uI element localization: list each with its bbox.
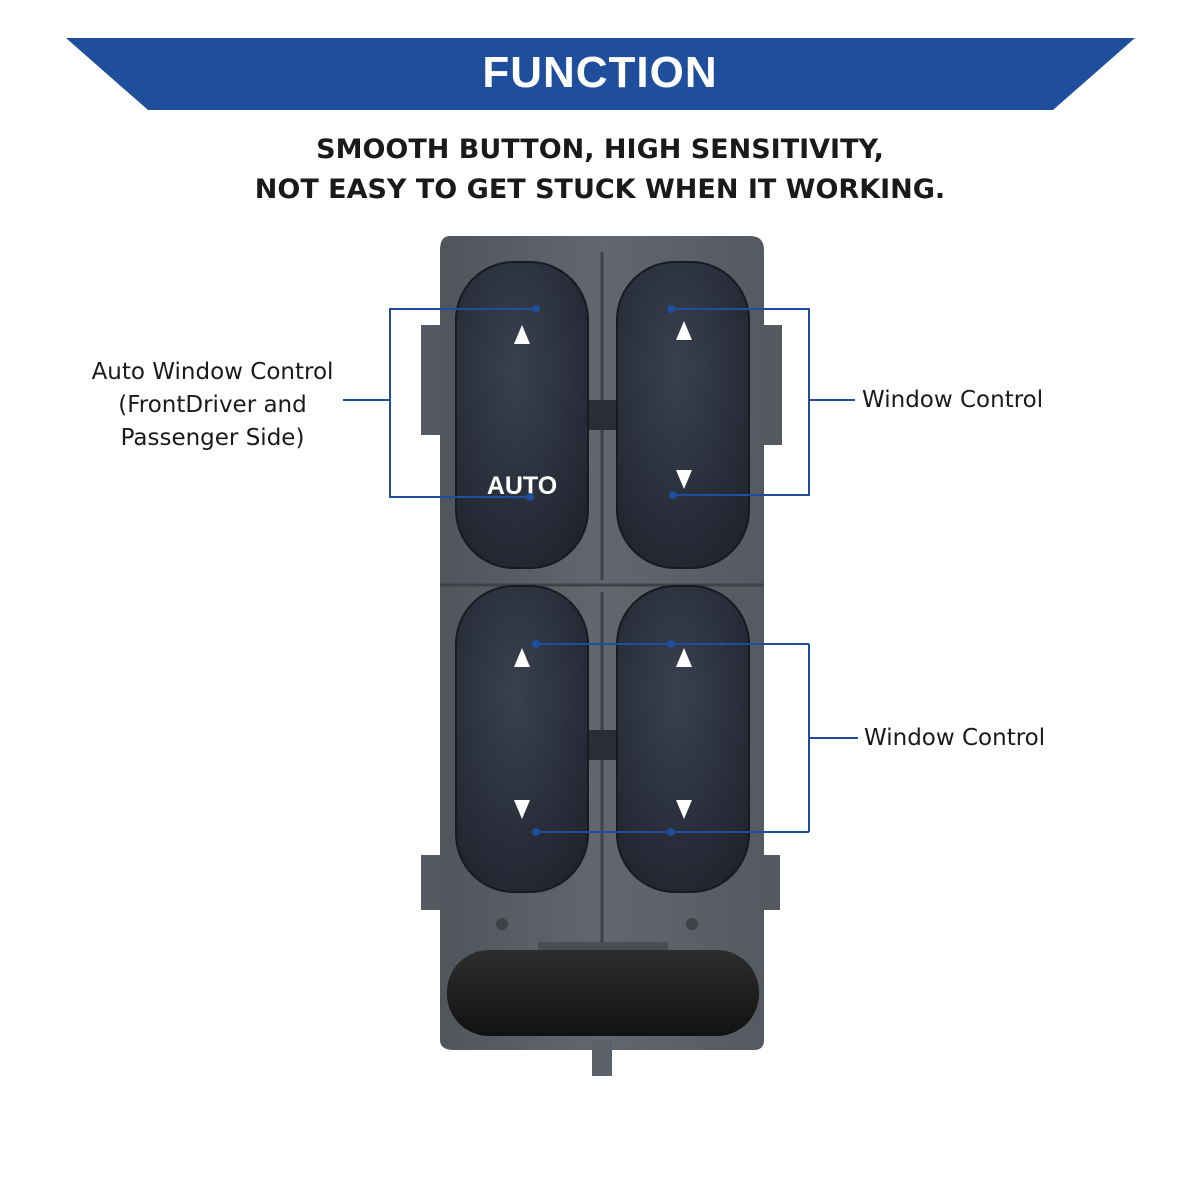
- triangle-up-icon: [676, 648, 692, 667]
- header-banner: [66, 38, 1135, 110]
- triangle-up-icon: [514, 648, 530, 667]
- callout-label-auto-window: Auto Window Control (FrontDriver and Pas…: [60, 356, 365, 455]
- triangle-up-icon: [514, 325, 530, 344]
- subtitle-line-2: NOT EASY TO GET STUCK WHEN IT WORKING.: [254, 174, 946, 205]
- window-lock-slot: [538, 942, 668, 952]
- callout-label-window-control-top: Window Control: [862, 387, 1044, 413]
- callout-label-window-control-bottom: Window Control: [864, 725, 1046, 751]
- side-tab: [762, 855, 780, 910]
- page-title: FUNCTION: [482, 48, 718, 97]
- callout-left-line-1: Auto Window Control: [91, 359, 334, 385]
- lock-tab: [592, 1040, 612, 1076]
- callout-dots: [526, 305, 677, 836]
- screw: [686, 918, 698, 930]
- rear-right-window-button[interactable]: [616, 585, 750, 893]
- screw: [496, 918, 508, 930]
- side-tab: [762, 325, 782, 445]
- side-tab: [421, 325, 443, 435]
- banner-background: [66, 38, 1135, 110]
- triangle-down-icon: [676, 800, 692, 819]
- rear-left-window-button[interactable]: [455, 585, 589, 893]
- auto-label: AUTO: [487, 472, 557, 500]
- front-left-window-button[interactable]: [455, 261, 589, 569]
- triangle-down-icon: [676, 470, 692, 489]
- callout-left-line-3: Passenger Side): [120, 425, 305, 451]
- side-tab: [421, 855, 443, 910]
- front-right-window-button[interactable]: [616, 261, 750, 569]
- window-lock-button[interactable]: [447, 950, 759, 1036]
- triangle-up-icon: [676, 321, 692, 340]
- subtitle-line-1: SMOOTH BUTTON, HIGH SENSITIVITY,: [316, 134, 884, 165]
- triangle-down-icon: [514, 800, 530, 819]
- callout-left-line-2: (FrontDriver and: [118, 392, 307, 418]
